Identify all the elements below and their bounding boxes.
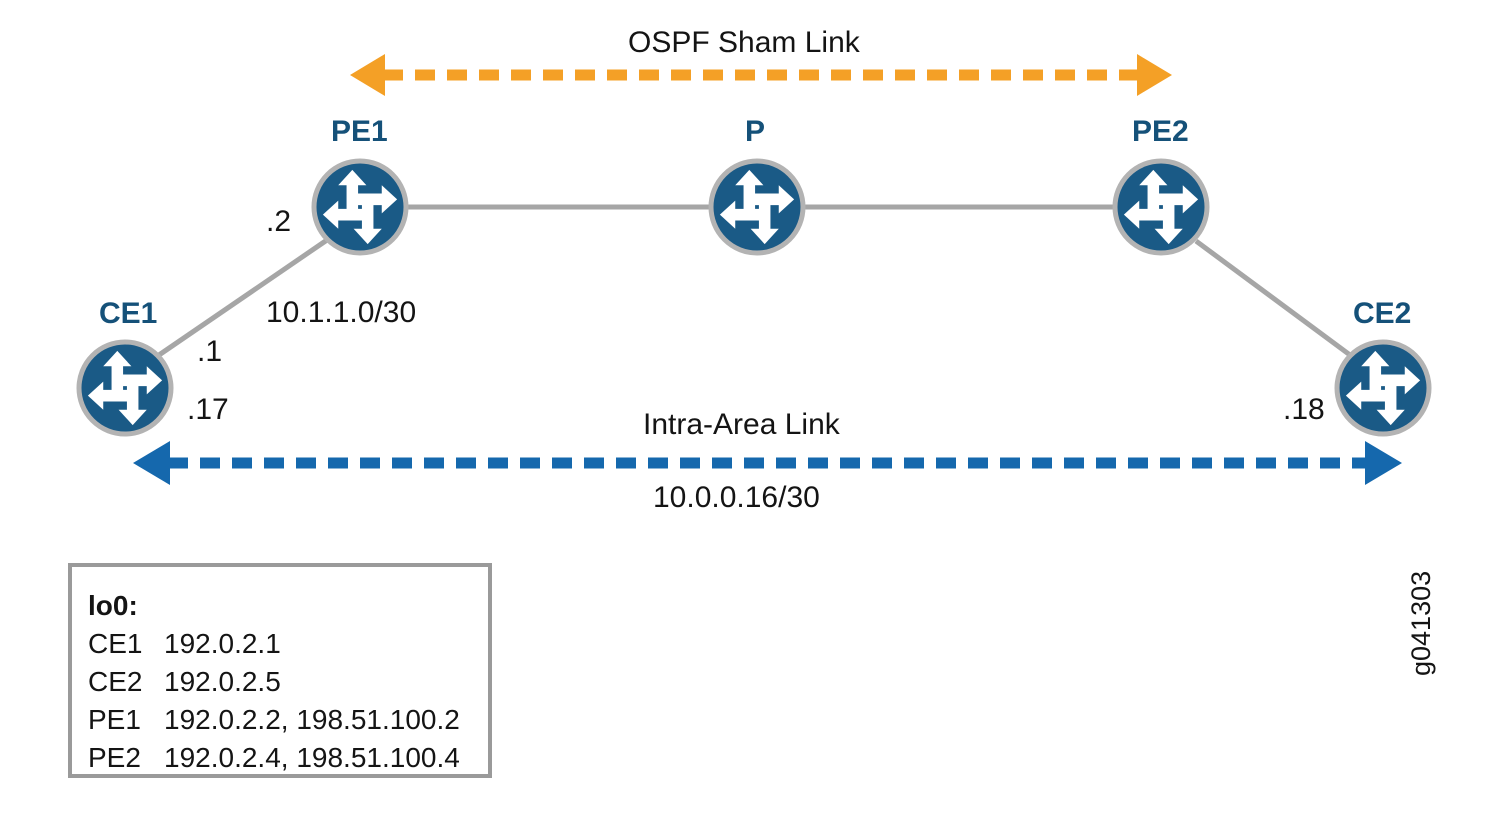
intra-area-link-title: Intra-Area Link: [643, 408, 840, 441]
legend-device-ce1: CE1: [88, 628, 143, 659]
legend-row-ce1: CE1 192.0.2.1: [88, 628, 281, 660]
legend-address-ce2: 192.0.2.5: [164, 666, 281, 697]
legend-address-pe1: 192.0.2.2, 198.51.100.2: [164, 704, 460, 735]
router-node-pe1[interactable]: [311, 158, 409, 256]
legend-address-ce1: 192.0.2.1: [164, 628, 281, 659]
plain-links: [157, 204, 1352, 358]
loopback-legend-box: lo0: CE1 192.0.2.1 CE2 192.0.2.5 PE1 192.0.…: [68, 563, 492, 778]
router-node-pe2[interactable]: [1112, 158, 1210, 256]
subnet-label-top: 10.1.1.0/30: [266, 296, 417, 329]
legend-row-pe1: PE1 192.0.2.2, 198.51.100.2: [88, 704, 460, 736]
legend-row-ce2: CE2 192.0.2.5: [88, 666, 281, 698]
router-node-ce2[interactable]: [1334, 339, 1432, 437]
ospf-sham-link-title: OSPF Sham Link: [628, 26, 860, 59]
legend-device-ce2: CE2: [88, 666, 143, 697]
legend-address-pe2: 192.0.2.4, 198.51.100.4: [164, 742, 460, 773]
node-label-p: P: [745, 115, 766, 148]
sham-link-arrow-left: [350, 54, 385, 96]
interface-label-pe1-dot2: .2: [266, 205, 292, 238]
node-label-ce1: CE1: [99, 297, 158, 330]
subnet-label-bottom: 10.0.0.16/30: [653, 481, 820, 514]
interface-label-ce1-dot17: .17: [187, 393, 229, 426]
legend-row-pe2: PE2 192.0.2.4, 198.51.100.4: [88, 742, 460, 774]
interface-label-ce1-dot1: .1: [197, 335, 223, 368]
legend-device-pe1: PE1: [88, 704, 141, 735]
figure-id-watermark: g041303: [1406, 570, 1436, 676]
router-node-ce1[interactable]: [76, 339, 174, 437]
intra-area-link-connector: [133, 441, 1402, 485]
node-label-pe1: PE1: [331, 115, 388, 148]
legend-device-pe2: PE2: [88, 742, 141, 773]
intra-area-arrow-right: [1365, 441, 1402, 485]
router-nodes: [76, 158, 1432, 437]
ospf-sham-link-connector: [350, 54, 1172, 96]
intra-area-arrow-left: [133, 441, 170, 485]
link-ce1-pe1: [157, 237, 329, 358]
interface-label-ce2-dot18: .18: [1283, 393, 1325, 426]
router-node-p[interactable]: [708, 158, 806, 256]
node-label-ce2: CE2: [1353, 297, 1412, 330]
link-pe2-ce2: [1194, 238, 1352, 358]
node-label-pe2: PE2: [1132, 115, 1189, 148]
legend-heading: lo0:: [88, 590, 138, 621]
sham-link-arrow-right: [1137, 54, 1172, 96]
